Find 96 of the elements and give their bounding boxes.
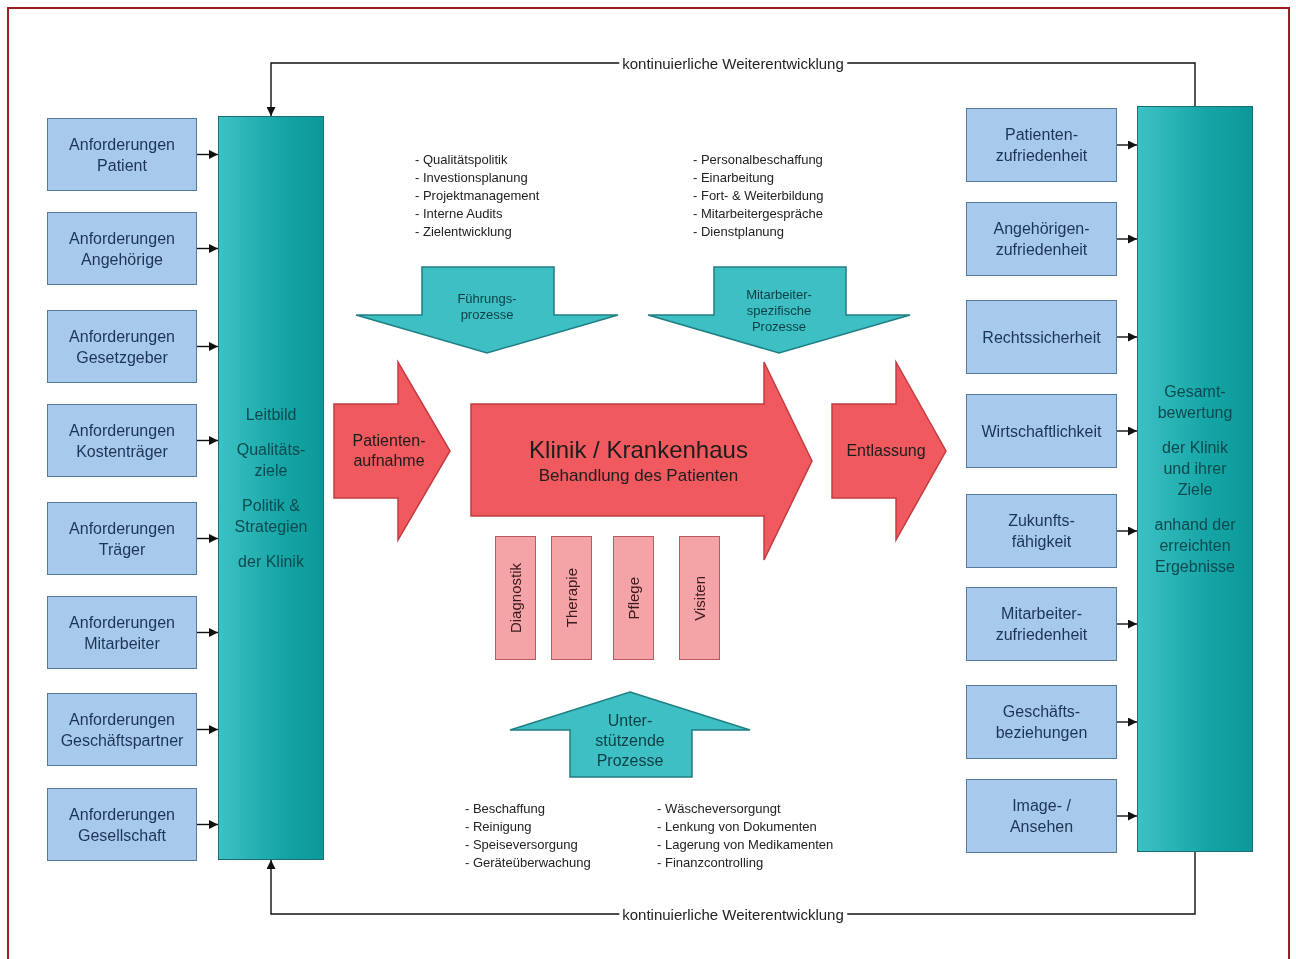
- list-item: - Lenkung von Dokumenten: [657, 818, 817, 836]
- bar-text: Leitbild: [244, 405, 298, 425]
- box-label: Visiten: [691, 575, 708, 621]
- arrow-label: Unter- stützende Prozesse: [594, 711, 666, 771]
- arrow: [1116, 619, 1138, 629]
- process-stage-shape: [471, 362, 812, 560]
- box-label: Angehörigen- zufriedenheit: [992, 219, 1091, 260]
- arrow: [1116, 234, 1138, 244]
- list-item: - Geräteüberwachung: [465, 854, 591, 872]
- arrow: [196, 150, 219, 159]
- block-arrow: [356, 267, 618, 353]
- box-label: Anforderungen Patient: [68, 134, 176, 176]
- bar-text: Gesamt- bewertung: [1156, 382, 1234, 423]
- result-box: [966, 202, 1117, 276]
- arrow: [1116, 426, 1138, 436]
- list-item: - Finanzcontrolling: [657, 854, 764, 872]
- requirement-box: [47, 693, 197, 766]
- box-label: Pflege: [625, 576, 642, 620]
- list-item: - Einarbeitung: [693, 169, 774, 187]
- result-box: [966, 108, 1117, 182]
- bar-text: der Klinik: [237, 552, 305, 572]
- list-item: - Reinigung: [465, 818, 532, 836]
- list-item: - Qualitätspolitik: [415, 151, 508, 169]
- list-item: - Interne Audits: [415, 205, 503, 223]
- result-box: [966, 685, 1117, 759]
- box-label: Mitarbeiter- zufriedenheit: [994, 604, 1089, 645]
- arrow: [1116, 811, 1138, 821]
- arrow-label: Behandlung des Patienten: [538, 464, 739, 486]
- requirement-box: [47, 118, 197, 191]
- process-stage-shape: [832, 362, 946, 540]
- list-item: - Speiseversorgung: [465, 836, 578, 854]
- arrow: [196, 725, 219, 734]
- block-arrow: [648, 267, 910, 353]
- arrow: [1116, 332, 1138, 342]
- activity-box: [495, 536, 536, 660]
- column-bar: [1137, 106, 1253, 852]
- box-label: Rechtssicherheit: [982, 327, 1101, 348]
- box-label: Anforderungen Träger: [68, 518, 176, 560]
- list-item: - Wäscheversorgungt: [657, 800, 781, 818]
- requirement-box: [47, 404, 197, 477]
- list-item: - Investionsplanung: [415, 169, 528, 187]
- result-box: [966, 300, 1117, 374]
- block-arrow: [510, 692, 750, 777]
- bar-text: Qualitäts- ziele: [235, 440, 307, 481]
- arrow: [1116, 717, 1138, 727]
- arrow: [196, 534, 219, 543]
- activity-box: [679, 536, 720, 660]
- list-item: - Projektmanagement: [415, 187, 540, 205]
- arrow: [196, 244, 219, 253]
- box-label: Image- / Ansehen: [1008, 796, 1075, 837]
- list-item: - Personalbeschaffung: [693, 151, 823, 169]
- box-label: Anforderungen Gesellschaft: [68, 804, 176, 846]
- arrow: [196, 436, 219, 445]
- result-box: [966, 394, 1117, 468]
- list-item: - Fort- & Weiterbildung: [693, 187, 824, 205]
- arrow: [196, 820, 219, 829]
- box-label: Anforderungen Kostenträger: [68, 420, 176, 462]
- list-item: - Dienstplanung: [693, 223, 785, 241]
- box-label: Therapie: [563, 568, 580, 628]
- arrow: [1116, 526, 1138, 536]
- requirement-box: [47, 788, 197, 861]
- box-label: Diagnostik: [507, 562, 524, 633]
- box-label: Geschäfts- beziehungen: [994, 702, 1089, 743]
- box-label: Anforderungen Angehörige: [68, 228, 176, 270]
- arrow-label: Führungs- prozesse: [456, 291, 518, 323]
- list-item: - Beschaffung: [465, 800, 545, 818]
- box-label: Anforderungen Gesetzgeber: [68, 326, 176, 368]
- result-box: [966, 587, 1117, 661]
- process-stage-shape: [334, 362, 450, 540]
- activity-box: [613, 536, 654, 660]
- arrow: [1116, 140, 1138, 150]
- list-item: - Lagerung von Medikamenten: [657, 836, 834, 854]
- arrow: [196, 342, 219, 351]
- arrow-label: Patienten- aufnahme: [351, 431, 427, 471]
- box-label: Anforderungen Mitarbeiter: [68, 612, 176, 654]
- column-bar: [218, 116, 324, 860]
- arrow: [196, 628, 219, 637]
- requirement-box: [47, 310, 197, 383]
- result-box: [966, 494, 1117, 568]
- arrow-label: Entlassung: [846, 441, 926, 461]
- bar-text: anhand der erreichten Ergebnisse: [1153, 515, 1237, 577]
- requirement-box: [47, 596, 197, 669]
- arrow-label: Mitarbeiter- spezifische Prozesse: [745, 287, 813, 335]
- arrow-label: Klinik / Krankenhaus: [529, 434, 748, 465]
- box-label: Wirtschaftlichkeit: [981, 421, 1102, 442]
- list-item: - Zielentwicklung: [415, 223, 512, 241]
- result-box: [966, 779, 1117, 853]
- bar-text: Politik & Strategien: [233, 496, 309, 537]
- box-label: Anforderungen Geschäftspartner: [59, 709, 185, 751]
- bar-text: der Klinik und ihrer Ziele: [1161, 438, 1229, 500]
- box-label: Patienten- zufriedenheit: [994, 125, 1089, 166]
- list-item: - Mitarbeitergespräche: [693, 205, 824, 223]
- activity-box: [551, 536, 592, 660]
- box-label: Zukunfts- fähigkeit: [1007, 511, 1076, 552]
- requirement-box: [47, 212, 197, 285]
- requirement-box: [47, 502, 197, 575]
